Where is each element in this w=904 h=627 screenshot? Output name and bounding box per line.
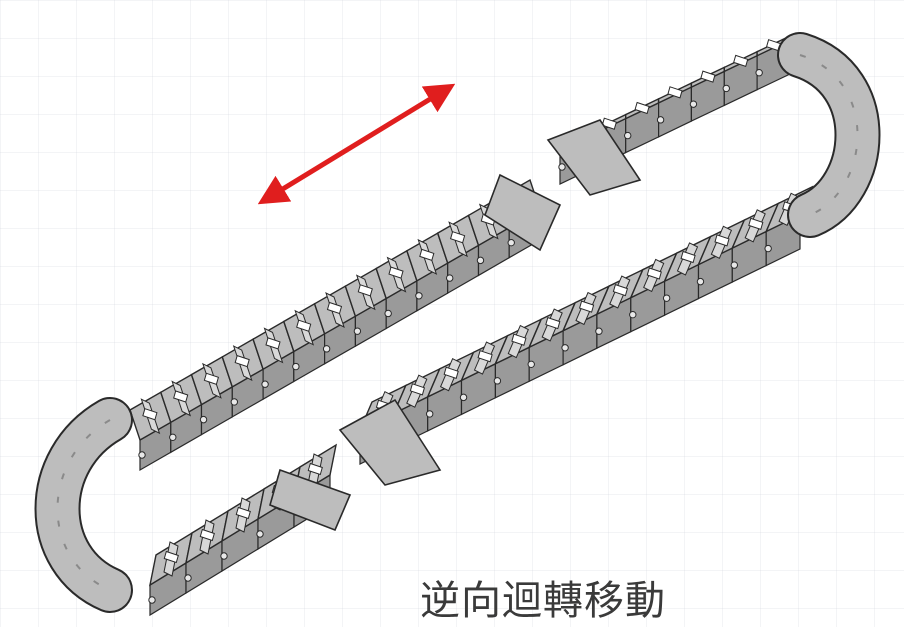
chain-link-window [142,408,158,421]
chain-link-window [419,248,435,262]
chain-link-window [388,266,404,279]
chain-pivot-pin [353,327,362,335]
chain-link-window [680,250,696,264]
chain-pivot-pin [561,344,569,352]
chain-bend-right-joints [799,54,859,216]
chain-pivot-pin [384,309,392,318]
chain-bend-loops [34,32,881,613]
chain-pivot-pin [230,398,239,406]
chain-pivot-pin [261,380,269,388]
chain-end-bracket [484,173,562,252]
chain-pivot-pin [476,256,485,265]
chain-bend-left-joints [56,419,111,591]
chain-link-window [203,372,220,385]
chain-pivot-pin [629,310,637,319]
chain-bend-left [36,399,131,611]
chain-link-window [700,70,716,83]
chain-pivot-pin [689,100,698,108]
chain-pivot-pin [415,292,423,300]
chain-pivot-pin [199,415,208,424]
chain-link-window [646,267,662,280]
chain-link-window [199,528,215,542]
chain-end-bracket [338,398,442,486]
chain-pivot-pin [169,433,177,442]
chain-pivot-pin [722,84,730,93]
chain-link-window [714,234,730,247]
chain-link-window [612,283,629,297]
chain-link-window [667,86,683,99]
chain-pivot-pin [148,596,156,604]
chain-pivot-pin [493,377,502,385]
chain-pivot-pin [445,274,454,282]
chain-pivot-pin [595,327,603,335]
chain-run-bottom-left [148,443,338,617]
chain-link-window [748,217,764,231]
chain-link-window [265,337,281,350]
chain-pivot-pin [764,244,772,253]
chain-link-window [634,101,650,115]
chain-link-window [443,366,459,379]
double-arrow-icon [257,83,456,205]
chain-link-window [545,316,561,330]
chain-link-window [477,350,493,363]
chain-pivot-pin [292,362,300,371]
chain-pivot-pin [322,345,331,353]
chain-pivot-pin [624,131,632,140]
chain-pivot-pin [656,116,665,124]
chain-pivot-pin [755,69,763,77]
chain-pivot-pin [558,163,566,171]
chain-link-window [357,284,373,297]
chain-link-window [511,333,527,346]
chain-link-window [296,319,312,332]
chain-end-bracket [269,468,352,532]
chain-pivot-pin [425,410,434,418]
cable-chain [129,34,814,617]
chain-link-window [307,462,323,476]
chain-link-window [449,231,466,244]
chain-pivot-pin [256,530,264,538]
chain-link-window [234,354,250,368]
chain-run-middle [129,178,541,472]
chain-pivot-pin [138,451,146,459]
chain-link-window [409,383,426,396]
chain-pivot-pin [459,393,468,402]
chain-link-window [235,506,251,520]
chain-pivot-pin [662,294,671,302]
chain-link-window [326,301,343,315]
chain-link-window [733,54,749,68]
chain-pivot-pin [527,360,535,369]
chain-link-window [173,390,189,403]
chain-link-window [578,300,595,313]
chain-pivot-pin [220,552,228,560]
chain-run-lower [358,185,814,465]
chain-end-bracket [546,119,642,196]
chain-pivot-pin [696,277,705,286]
chain-pivot-pin [507,238,515,247]
chain-pivot-pin [184,574,192,582]
chain-pivot-pin [730,261,739,269]
chain-link-window [601,117,617,130]
chain-link-window [163,550,179,564]
caption: 逆向迴轉移動 [420,578,666,624]
